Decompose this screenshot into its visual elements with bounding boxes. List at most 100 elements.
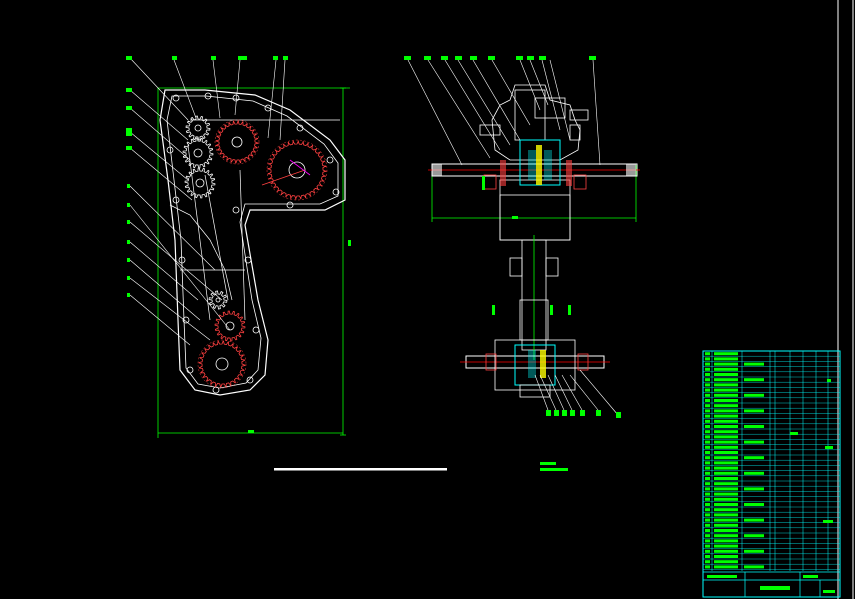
table-cell-number [705, 482, 710, 486]
title-block-text [823, 590, 835, 593]
table-cell-text [714, 425, 738, 428]
table-cell-text [744, 409, 764, 413]
table-cell-number [705, 388, 710, 392]
table-cell-number [705, 373, 710, 376]
table-cell-number [705, 529, 710, 532]
table-cell-text [714, 497, 738, 501]
housing-outline [159, 89, 346, 396]
table-cell-number [705, 539, 710, 543]
table-cell-text [744, 378, 764, 382]
table-cell-text [744, 549, 764, 553]
sprocket-gear [214, 310, 246, 342]
sprocket-gear [215, 120, 259, 164]
table-cell-number [705, 503, 710, 506]
table-cell-text [714, 440, 738, 444]
table-cell-number [705, 352, 710, 356]
table-cell-text [714, 435, 738, 439]
table-cell-text [714, 555, 738, 558]
table-cell-text [714, 523, 738, 527]
leader-lines-left [129, 57, 286, 346]
sprocket-gear [184, 167, 216, 199]
table-cell-text [714, 414, 738, 418]
table-cell-text [714, 373, 738, 376]
table-cell-number [705, 513, 710, 517]
table-cell-number [705, 487, 710, 491]
table-cell-text [714, 419, 738, 423]
sprocket-gear [208, 290, 228, 310]
table-cell-text [714, 362, 738, 366]
table-cell-text [714, 456, 738, 460]
table-cell-text [714, 549, 738, 553]
table-cell-text [744, 518, 764, 522]
table-cell-number [705, 440, 710, 444]
table-cell-number [705, 435, 710, 439]
table-cell-number [705, 518, 710, 522]
table-cell-text [714, 560, 738, 564]
balloon-tags-right [404, 56, 621, 418]
chain [169, 119, 340, 321]
table-cell-number [705, 383, 710, 387]
table-cell-number [705, 456, 710, 460]
leader-lines-right [407, 59, 619, 416]
table-cell-number [705, 492, 710, 496]
table-cell-text [714, 445, 738, 449]
table-cell-text [714, 399, 738, 402]
table-cell-text [714, 529, 738, 532]
table-cell-number [705, 508, 710, 512]
table-cell-text [744, 440, 764, 444]
table-cell-number [705, 409, 710, 413]
vertical-shaft [509, 235, 559, 360]
bolt-holes [166, 92, 340, 394]
sprocket-gear [182, 137, 214, 169]
table-cell-text [714, 430, 738, 434]
table-cell-text [714, 539, 738, 543]
title-block-text [803, 575, 818, 578]
table-cell-text [714, 565, 738, 569]
table-cell-text [714, 487, 738, 491]
table-cell-text [714, 404, 738, 408]
table-cell-text [744, 565, 764, 569]
title-block-text [790, 432, 798, 435]
table-cell-number [705, 357, 710, 361]
table-cell-text [744, 487, 764, 491]
table-cell-number [705, 497, 710, 501]
table-cell-number [705, 367, 710, 371]
table-cell-number [705, 419, 710, 423]
table-cell-number [705, 477, 710, 480]
title-block-text [707, 575, 737, 578]
table-cell-text [744, 503, 764, 506]
table-cell-text [714, 477, 738, 480]
table-cell-text [744, 534, 764, 538]
table-cell-text [714, 503, 738, 506]
drawing-frame [837, 0, 854, 599]
table-cell-number [705, 544, 710, 548]
table-cell-text [714, 471, 738, 475]
chain-drive-housing [126, 56, 351, 438]
table-cell-text [744, 362, 764, 366]
transfer-case-section [404, 56, 640, 418]
table-cell-number [705, 362, 710, 366]
table-cell-text [714, 508, 738, 512]
pitch-circle [197, 339, 247, 389]
table-cell-number [705, 471, 710, 475]
table-cell-number [705, 445, 710, 449]
sprocket-gear [198, 340, 246, 388]
table-cell-number [705, 466, 710, 470]
table-cell-number [705, 461, 710, 465]
table-cell-text [744, 456, 764, 460]
table-cell-text [714, 482, 738, 486]
table-cell-text [744, 425, 764, 428]
table-cell-text [744, 393, 764, 397]
table-cell-number [705, 414, 710, 418]
table-cell-text [714, 518, 738, 522]
table-cell-number [705, 393, 710, 397]
upper-shaft [428, 163, 640, 177]
table-cell-number [705, 560, 710, 564]
table-cell-text [714, 383, 738, 387]
table-cell-text [714, 513, 738, 517]
scale-bar [274, 468, 447, 471]
table-cell-number [705, 399, 710, 402]
table-cell-number [705, 555, 710, 558]
